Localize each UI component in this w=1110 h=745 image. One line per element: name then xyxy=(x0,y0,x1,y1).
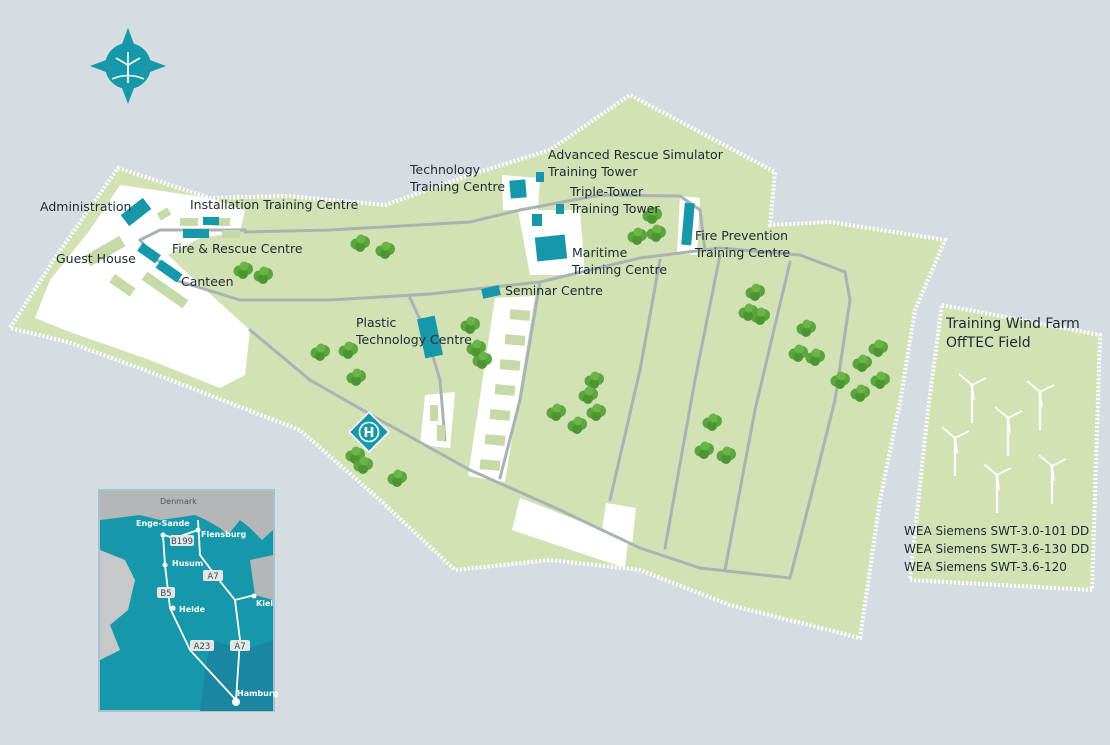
canteen-building xyxy=(155,259,183,283)
turbine-model-3: WEA Siemens SWT-3.6-120 xyxy=(904,560,1067,574)
label-seminar: Seminar Centre xyxy=(505,283,603,298)
svg-text:A23: A23 xyxy=(194,642,211,652)
road-badge-b199: B199 xyxy=(170,535,194,547)
label-canteen: Canteen xyxy=(181,274,234,289)
helipad-letter: H xyxy=(364,426,375,441)
inset-label-hamburg: Hamburg xyxy=(237,689,279,698)
inset-label-heide: Heide xyxy=(179,605,206,614)
compass-wind-turbine-icon xyxy=(90,28,166,104)
label-adv-rescue-1: Advanced Rescue Simulator xyxy=(548,147,724,162)
road-badge-a7-north: A7 xyxy=(203,570,223,582)
road-badge-a7-south: A7 xyxy=(230,640,250,652)
svg-text:B5: B5 xyxy=(160,589,171,599)
label-adv-rescue-2: Training Tower xyxy=(547,164,638,179)
wind-farm-title-2: OffTEC Field xyxy=(946,335,1031,351)
wind-farm-title-1: Training Wind Farm xyxy=(945,316,1080,332)
label-installation: Installation Training Centre xyxy=(190,197,359,212)
helipad-icon xyxy=(348,411,390,453)
label-triple-2: Training Tower xyxy=(569,201,660,216)
turbine-model-1: WEA Siemens SWT-3.0-101 DD xyxy=(904,524,1089,538)
guest-house-building xyxy=(137,242,161,264)
svg-text:A7: A7 xyxy=(234,642,245,652)
triple-tower xyxy=(556,204,564,214)
label-maritime-2: Training Centre xyxy=(571,262,667,277)
label-technology-2: Training Centre xyxy=(409,179,505,194)
administration-building xyxy=(120,197,152,227)
label-maritime-1: Maritime xyxy=(572,245,628,260)
label-plastic-2: Technology Centre xyxy=(355,332,472,347)
buildings xyxy=(120,172,695,359)
installation-building xyxy=(203,217,219,225)
label-technology-1: Technology xyxy=(409,162,481,177)
svg-text:A7: A7 xyxy=(207,572,218,582)
adv-rescue-tower xyxy=(536,172,544,182)
turbine-model-2: WEA Siemens SWT-3.6-130 DD xyxy=(904,542,1089,556)
plastic-building xyxy=(417,315,443,359)
seminar-building xyxy=(481,285,501,299)
inset-label-enge-sande: Enge-Sande xyxy=(136,519,190,528)
label-plastic-1: Plastic xyxy=(356,315,397,330)
inset-label-kiel: Kiel xyxy=(256,599,273,608)
maritime-small-building xyxy=(532,214,542,226)
inset-map: Denmark Enge-Sande Flensburg Husum Heide… xyxy=(98,489,279,712)
wind-farm-land xyxy=(907,302,1103,593)
fire-prevention-building xyxy=(681,202,695,246)
label-fire-prev-1: Fire Prevention xyxy=(695,228,788,243)
inset-label-denmark: Denmark xyxy=(160,497,197,506)
label-administration: Administration xyxy=(40,199,131,214)
road-badge-a23: A23 xyxy=(190,640,214,652)
svg-text:B199: B199 xyxy=(171,537,193,547)
wind-farm-labels: Training Wind Farm OffTEC Field WEA Siem… xyxy=(904,316,1089,574)
label-guest-house: Guest House xyxy=(56,251,136,266)
maritime-building xyxy=(534,234,568,262)
label-triple-1: Triple-Tower xyxy=(569,184,644,199)
pale-buildings xyxy=(84,207,531,471)
inset-label-flensburg: Flensburg xyxy=(201,530,246,539)
technology-building xyxy=(509,179,527,199)
road-badge-b5: B5 xyxy=(157,587,175,599)
label-fire-prev-2: Training Centre xyxy=(694,245,790,260)
label-fire-rescue: Fire & Rescue Centre xyxy=(172,241,303,256)
fire-rescue-building xyxy=(183,229,209,238)
south-paved-lot xyxy=(512,498,628,568)
inset-label-husum: Husum xyxy=(172,559,203,568)
building-labels: Administration Installation Training Cen… xyxy=(40,147,790,347)
